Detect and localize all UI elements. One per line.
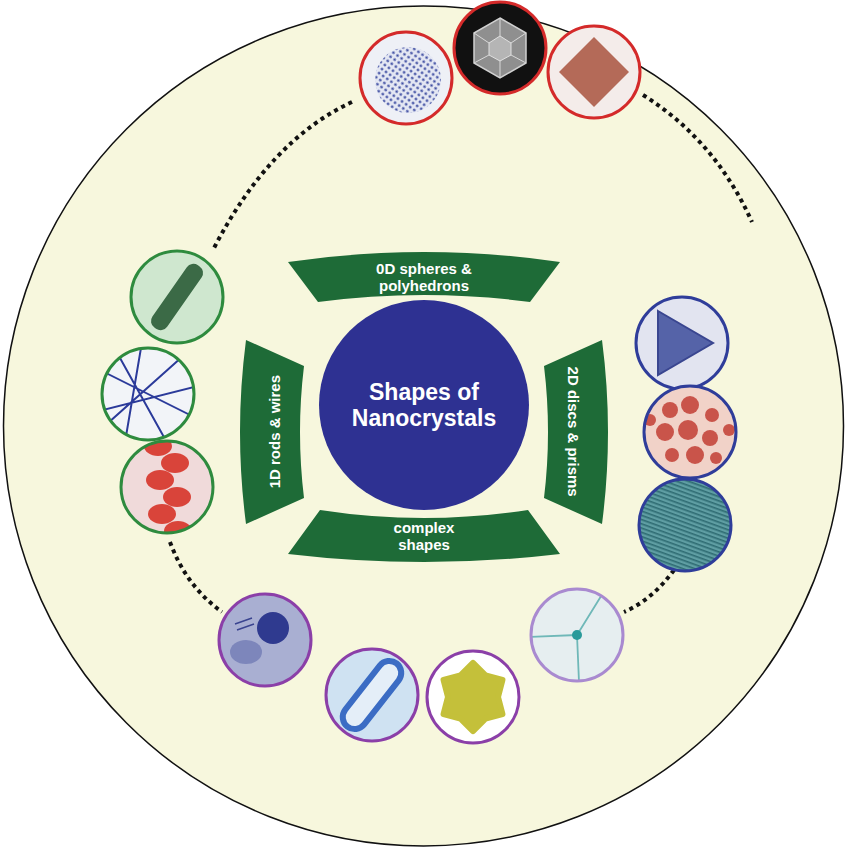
image-ground (632, 293, 732, 393)
label-group: complex shapes (369, 519, 479, 554)
disc-particle (702, 430, 718, 446)
sem-image (450, 0, 550, 98)
image-frame (102, 348, 194, 440)
image-ground (322, 645, 422, 745)
image-frame (644, 386, 736, 478)
disc-particle (686, 446, 704, 464)
disc-particle (705, 408, 719, 422)
band-outline (288, 510, 560, 562)
dotted-arc (643, 95, 752, 222)
nanorod (148, 261, 206, 334)
circle-outline (319, 300, 529, 510)
tem-image (423, 647, 523, 747)
tem-image (527, 585, 627, 685)
tem-image (640, 382, 740, 482)
node-label: complex shapes (369, 519, 479, 554)
category-band: 2D discs & prisms (544, 330, 602, 534)
particle-shell (230, 640, 262, 664)
image-frame (636, 297, 728, 389)
node-label: 1D rods & wires (266, 337, 283, 527)
polyhedron-edges (474, 18, 526, 78)
polyhedron-facet (489, 36, 511, 61)
category-band: complex shapes (288, 510, 560, 562)
image-ground (450, 0, 550, 98)
image-ground (215, 590, 315, 690)
node-label: 2D discs & prisms (564, 337, 581, 527)
tem-image (215, 590, 315, 690)
band-outline (288, 252, 560, 302)
tem-image (544, 22, 644, 122)
image-ground (127, 247, 227, 347)
label-group: 0D spheres & polyhedrons (344, 260, 504, 295)
tem-image (322, 645, 422, 745)
triangular-prism (658, 311, 713, 375)
disc-particle (662, 402, 678, 418)
image-frame (326, 649, 418, 741)
disc-particle (710, 452, 722, 464)
image-frame (131, 251, 223, 343)
disc-particle (665, 448, 679, 462)
label-group: 1D rods & wires (266, 337, 283, 527)
background-disc (4, 6, 844, 846)
disc-particle (723, 424, 735, 436)
polyhedron (474, 18, 526, 78)
tem-image (356, 28, 456, 128)
tetrapod-core (572, 630, 582, 640)
image-frame (360, 32, 452, 124)
tem-image (117, 436, 217, 541)
image-frame (639, 479, 731, 571)
label-group: 2D discs & prisms (564, 337, 581, 527)
image-ground (356, 28, 456, 128)
helix-segment (146, 470, 174, 490)
category-band: 1D rods & wires (246, 330, 304, 534)
dotted-arc (170, 542, 222, 612)
particle-core (257, 612, 289, 644)
helix-segment (163, 487, 191, 507)
helix-segment (161, 453, 189, 473)
image-frame (427, 651, 519, 743)
node-label: 0D spheres & polyhedrons (344, 260, 504, 295)
center-circle: Shapes of Nanocrystals (319, 300, 529, 510)
dotted-arc (624, 570, 674, 612)
image-frame (219, 594, 311, 686)
sheet-lattice (635, 475, 735, 575)
node-label: Shapes of Nanocrystals (339, 379, 509, 432)
image-ground (423, 647, 523, 747)
image-frame (531, 589, 623, 681)
image-frame (121, 441, 213, 533)
disc-particle (656, 423, 674, 441)
sem-image (95, 340, 202, 448)
image-frame (454, 2, 546, 94)
lattice-fringes (235, 618, 254, 630)
nanowires (95, 340, 202, 448)
category-band: 0D spheres & polyhedrons (288, 252, 560, 302)
tem-image (635, 475, 735, 575)
image-ground (640, 382, 740, 482)
lattice-particle (375, 47, 441, 113)
disc-particle (678, 420, 698, 440)
helix-segment (148, 504, 176, 524)
nanotube (338, 656, 406, 734)
cube-particle (559, 37, 629, 107)
image-ground (117, 437, 217, 537)
image-ground (544, 22, 644, 122)
label-group: Shapes of Nanocrystals (339, 379, 509, 432)
image-frame (548, 26, 640, 118)
star-particle (444, 663, 503, 731)
dotted-arc (214, 102, 352, 248)
tem-image (127, 247, 227, 347)
disc-particle (681, 396, 699, 414)
image-ground (527, 585, 627, 685)
tem-image (632, 293, 732, 393)
